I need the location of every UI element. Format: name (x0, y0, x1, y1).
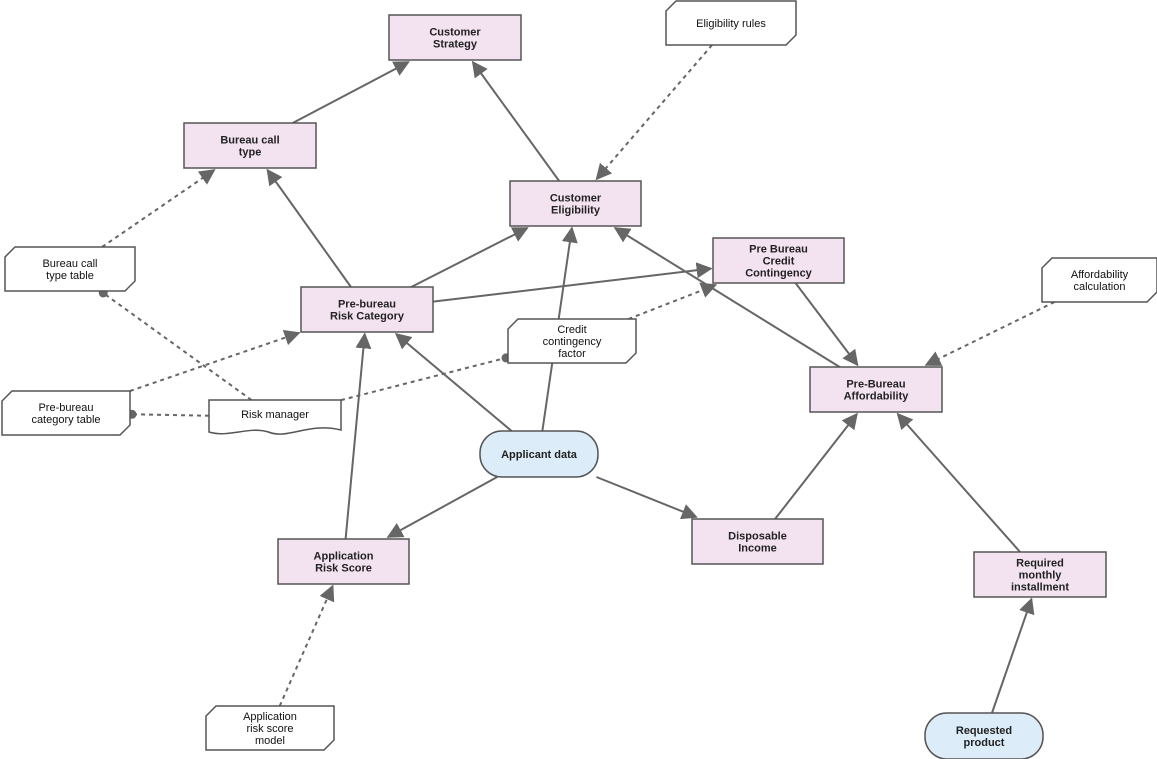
bureau-call-type-label-line: type (239, 147, 262, 159)
pre-bureau-category-table-shape (1, 390, 131, 436)
risk-manager-shape (208, 399, 342, 435)
disposable-income-box (691, 518, 824, 565)
pre-bureau-risk-category-box (300, 286, 434, 333)
authority-edge-risk-manager-to-credit-contingency-factor (340, 356, 507, 402)
application-risk-score-label-line: Application (314, 551, 374, 563)
application-risk-score-model-label-line: Application (243, 711, 297, 723)
information-edge-applicant-data-to-application-risk-score (386, 476, 498, 538)
requested-product-label-line: product (964, 737, 1005, 749)
source-risk-manager[interactable]: Risk manager (208, 399, 342, 435)
requested-product-pill (924, 712, 1044, 759)
pre-bureau-credit-contingency-label-line: Pre Bureau (749, 244, 808, 256)
pre-bureau-credit-contingency-label-line: Credit (763, 256, 795, 268)
pre-bureau-affordability-label-line: Pre-Bureau (846, 379, 905, 391)
information-edge-applicant-data-to-pre-bureau-risk-category (394, 332, 513, 432)
required-monthly-installment-box (973, 551, 1107, 598)
information-edge-applicant-data-to-disposable-income (596, 476, 698, 520)
knowledge-edge-bureau-call-type-table-to-bureau-call-type (101, 169, 216, 248)
customer-eligibility-label-line: Eligibility (551, 205, 601, 217)
knowledge-eligibility-rules[interactable]: Eligibility rules (665, 0, 797, 46)
customer-strategy-label-line: Customer (429, 27, 481, 39)
pre-bureau-category-table-label-line: category table (31, 414, 100, 426)
application-risk-score-model-label-line: risk score (246, 723, 293, 735)
disposable-income-label-line: Disposable (728, 531, 787, 543)
bureau-call-type-table-shape (4, 246, 136, 292)
credit-contingency-factor-label-line: factor (558, 348, 586, 360)
risk-manager-label-line: Risk manager (241, 409, 309, 421)
applicant-data-label-line: Applicant data (501, 449, 578, 461)
authority-edge-risk-manager-to-bureau-call-type-table (102, 292, 253, 401)
application-risk-score-model-label-line: model (255, 735, 285, 747)
requested-product-label-line: Requested (956, 725, 1012, 737)
information-edge-pre-bureau-risk-category-to-bureau-call-type (266, 168, 352, 288)
customer-strategy-label-line: Strategy (433, 39, 478, 51)
information-edge-pre-bureau-credit-contingency-to-pre-bureau-affordability (794, 282, 859, 367)
input-applicant-data[interactable]: Applicant data (479, 430, 599, 478)
eligibility-rules-shape (665, 0, 797, 46)
credit-contingency-factor-label-line: contingency (543, 336, 602, 348)
required-monthly-installment-label-line: monthly (1019, 570, 1063, 582)
bureau-call-type-box (183, 122, 317, 169)
knowledge-edge-credit-contingency-factor-to-pre-bureau-credit-contingency (628, 282, 718, 320)
customer-strategy-box (388, 14, 522, 61)
bureau-call-type-table-label-line: Bureau call (42, 258, 97, 270)
bureau-call-type-label-line: Bureau call (220, 135, 279, 147)
knowledge-edge-eligibility-rules-to-customer-eligibility (595, 44, 713, 181)
knowledge-edge-pre-bureau-category-table-to-pre-bureau-risk-category (129, 329, 301, 392)
information-edge-requested-product-to-required-monthly-installment (991, 597, 1035, 714)
information-edge-application-risk-score-to-pre-bureau-risk-category (344, 332, 372, 540)
application-risk-score-box (277, 538, 410, 585)
information-edge-pre-bureau-risk-category-to-customer-eligibility (410, 227, 529, 288)
information-edge-pre-bureau-affordability-to-customer-eligibility (613, 227, 841, 368)
information-edge-required-monthly-installment-to-pre-bureau-affordability (896, 412, 1021, 553)
disposable-income-label-line: Income (738, 543, 777, 555)
pre-bureau-affordability-label-line: Affordability (844, 391, 910, 403)
required-monthly-installment-label-line: installment (1011, 582, 1069, 594)
affordability-calculation-shape (1041, 257, 1157, 303)
affordability-calculation-label-line: calculation (1074, 281, 1126, 293)
pre-bureau-credit-contingency-box (712, 237, 845, 284)
bureau-call-type-table-label-line: type table (46, 270, 94, 282)
pre-bureau-risk-category-label-line: Pre-bureau (338, 299, 396, 311)
information-edge-customer-eligibility-to-customer-strategy (471, 60, 560, 182)
credit-contingency-factor-label-line: Credit (557, 324, 586, 336)
application-risk-score-label-line: Risk Score (315, 563, 372, 575)
pre-bureau-risk-category-label-line: Risk Category (330, 311, 405, 323)
information-edge-bureau-call-type-to-customer-strategy (292, 61, 410, 124)
customer-eligibility-box (509, 180, 642, 227)
pre-bureau-category-table-label-line: Pre-bureau (38, 402, 93, 414)
information-edge-pre-bureau-risk-category-to-pre-bureau-credit-contingency (432, 262, 713, 303)
pre-bureau-affordability-box (809, 366, 943, 413)
application-risk-score-model-shape (205, 705, 335, 751)
applicant-data-pill (479, 430, 599, 478)
eligibility-rules-label-line: Eligibility rules (696, 18, 766, 30)
information-edge-disposable-income-to-pre-bureau-affordability (774, 412, 858, 520)
knowledge-edge-affordability-calculation-to-pre-bureau-affordability (924, 301, 1056, 366)
required-monthly-installment-label-line: Required (1016, 558, 1064, 570)
credit-contingency-factor-shape (507, 318, 637, 364)
authority-edge-risk-manager-to-pre-bureau-category-table (131, 413, 210, 417)
knowledge-edge-application-risk-score-model-to-application-risk-score (278, 584, 335, 707)
affordability-calculation-label-line: Affordability (1071, 269, 1129, 281)
customer-eligibility-label-line: Customer (550, 193, 602, 205)
pre-bureau-credit-contingency-label-line: Contingency (745, 268, 812, 280)
